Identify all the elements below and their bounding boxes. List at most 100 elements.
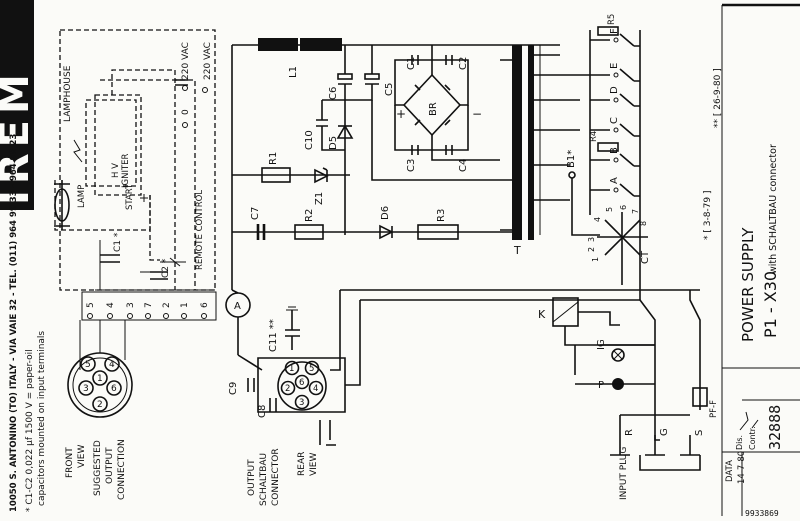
- title-model: P1 - X30: [761, 271, 780, 338]
- output-pin: [308, 380, 324, 396]
- front-pin: [106, 380, 122, 396]
- svg-text:C3: C3: [406, 159, 417, 172]
- tap-contact: [613, 37, 619, 43]
- ct-pin-label: 8: [639, 221, 648, 226]
- svg-text:C1: C1: [406, 57, 417, 70]
- serial-number: 9933869: [745, 509, 779, 518]
- front-pin-label: 2: [97, 400, 103, 410]
- svg-text:C1 *: C1 *: [113, 232, 123, 252]
- svg-text:LAMP: LAMP: [77, 185, 87, 208]
- output-pin: [284, 360, 300, 376]
- output-pin-label: 5: [309, 364, 314, 374]
- terminal-4: [107, 313, 113, 319]
- logo-block: IREM: [0, 0, 38, 210]
- plug-pin-label: G: [659, 428, 670, 436]
- output-pin: [304, 360, 320, 376]
- output-pin-label: 3: [299, 398, 304, 408]
- svg-text:BR: BR: [428, 102, 439, 116]
- terminal-label: 7: [144, 302, 154, 308]
- svg-text:220 VAC: 220 VAC: [181, 42, 191, 80]
- tap-label-C: C: [609, 117, 620, 124]
- plug-pin-R: [610, 435, 630, 456]
- tap-contact: [613, 72, 619, 78]
- ct-pin-label: 5: [605, 207, 614, 212]
- svg-text:VIEW: VIEW: [77, 445, 87, 468]
- tap-contact: [613, 127, 619, 133]
- terminal-label: 3: [126, 302, 136, 308]
- front-pin: [92, 396, 108, 412]
- front-pin-label: 1: [97, 374, 103, 384]
- ac-input-lines: 220 VAC 0 220 VAC: [175, 42, 213, 128]
- terminal-1: [181, 313, 187, 319]
- svg-text:220 VAC: 220 VAC: [203, 42, 213, 80]
- svg-text:14-7-80: 14-7-80: [737, 451, 747, 484]
- svg-text:C9: C9: [228, 382, 239, 395]
- title-sub: with SCHALTBAU connector: [768, 144, 779, 274]
- tap-label-B: B: [609, 147, 620, 154]
- terminal-label: 4: [106, 302, 116, 308]
- tap-switch-D: [590, 93, 640, 107]
- svg-text:C4: C4: [458, 159, 469, 172]
- terminal-label: 2: [162, 302, 172, 308]
- svg-text:B1*: B1*: [566, 150, 577, 168]
- front-pin-label: 5: [85, 360, 91, 370]
- svg-text:C7: C7: [250, 207, 261, 220]
- terminal-2: [163, 313, 169, 319]
- ct-pin-label: 3: [587, 237, 596, 242]
- svg-text:R4: R4: [589, 131, 599, 142]
- front-pin: [80, 356, 96, 372]
- capacitor-note-1: * C1-C2 0,022 µf 1500 V = paper-oil: [25, 349, 35, 512]
- output-pin: [294, 374, 310, 390]
- svg-text:LAMPHOUSE: LAMPHOUSE: [63, 65, 73, 122]
- svg-text:OUTPUT: OUTPUT: [105, 447, 115, 484]
- svg-text:Contr.: Contr.: [748, 426, 757, 450]
- terminal-label: 6: [200, 302, 210, 308]
- svg-text:32888: 32888: [766, 405, 784, 450]
- svg-text:** [ 26-9-80 ]: ** [ 26-9-80 ]: [713, 68, 723, 128]
- capacitor-note-2: capacitors mounted on input terminals: [37, 331, 47, 506]
- svg-text:C6: C6: [328, 87, 339, 100]
- svg-text:R2: R2: [304, 209, 315, 222]
- svg-text:H V: H V: [111, 163, 121, 178]
- terminal-6: [201, 313, 207, 319]
- svg-text:−: −: [472, 107, 482, 121]
- svg-text:R5: R5: [607, 14, 617, 25]
- terminal-3: [127, 313, 133, 319]
- output-pin-label: 6: [299, 378, 304, 388]
- svg-text:* [ 3-8-79 ]: * [ 3-8-79 ]: [703, 190, 713, 240]
- front-pin: [78, 380, 94, 396]
- svg-text:P: P: [598, 380, 604, 391]
- svg-text:IGNITER: IGNITER: [121, 153, 131, 188]
- terminal-5: [87, 313, 93, 319]
- svg-text:0: 0: [181, 109, 191, 115]
- ct-pin-label: 2: [587, 247, 596, 252]
- front-pin: [92, 370, 108, 386]
- svg-text:CONNECTION: CONNECTION: [117, 439, 127, 500]
- svg-text:PF-F: PF-F: [709, 400, 719, 418]
- svg-text:K: K: [538, 308, 546, 321]
- ct-pin-label: 7: [631, 209, 640, 214]
- output-pin-label: 4: [313, 384, 318, 394]
- svg-text:C10: C10: [304, 130, 315, 150]
- svg-text:VIEW: VIEW: [309, 453, 319, 476]
- tap-switch-C: [590, 123, 640, 137]
- tap-switch-F: [590, 33, 640, 47]
- tap-switch-E: [590, 68, 640, 82]
- svg-text:FRONT: FRONT: [65, 447, 75, 478]
- front-pin-label: 4: [109, 360, 115, 370]
- ct-pin-label: 4: [593, 217, 602, 222]
- tap-contact: [613, 97, 619, 103]
- title-block: * [ 3-8-79 ] ** [ 26-9-80 ] POWER SUPPLY…: [703, 3, 800, 518]
- svg-text:SCHALTBAU: SCHALTBAU: [259, 453, 269, 506]
- svg-text:START: START: [125, 183, 135, 210]
- tap-switch-B: [590, 153, 640, 167]
- input-capacitors: C1 * C2 *: [95, 232, 215, 291]
- lamphouse: LAMPHOUSE H V IGNITER START LAMP REMOTE …: [54, 29, 216, 291]
- tap-contact: [613, 157, 619, 163]
- svg-text:REAR: REAR: [297, 452, 307, 476]
- svg-text:C5: C5: [384, 83, 395, 96]
- svg-text:C11 **: C11 **: [268, 319, 279, 352]
- output-pin: [280, 380, 296, 396]
